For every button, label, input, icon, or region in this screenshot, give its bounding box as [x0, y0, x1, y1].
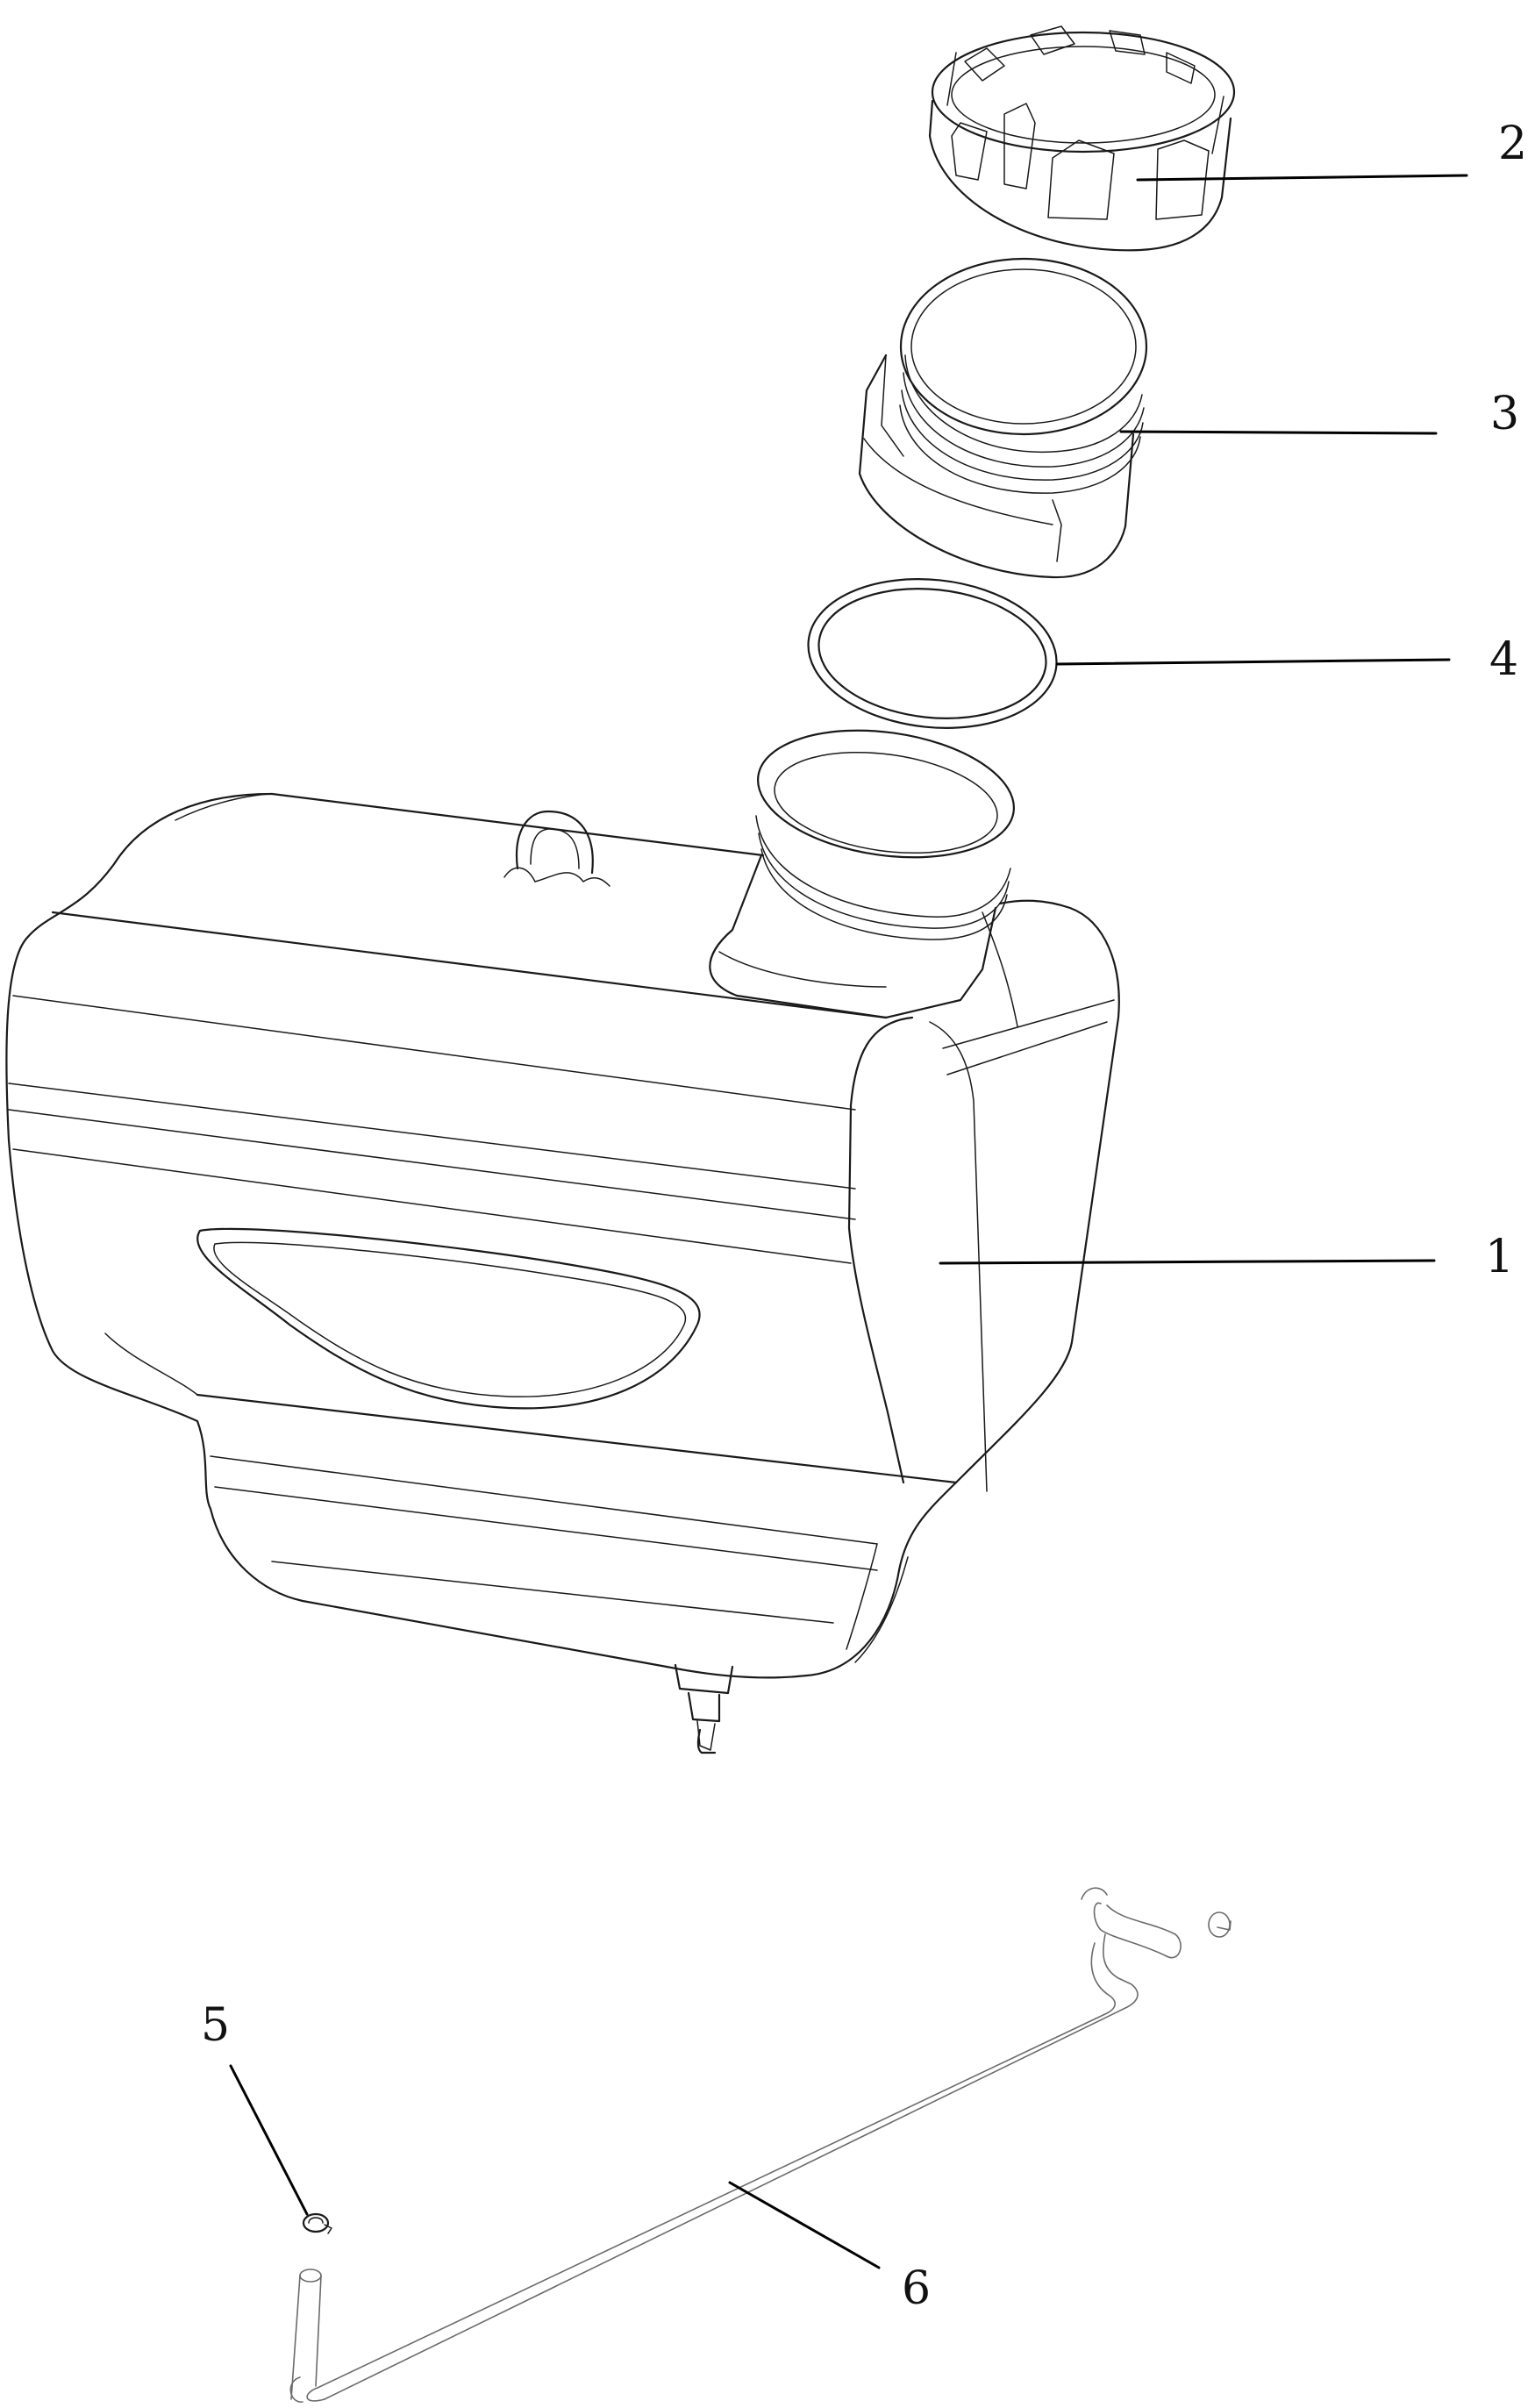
callout-5: 5 — [201, 1999, 231, 2052]
leader-6 — [728, 2181, 881, 2269]
part-4-seal — [807, 578, 1058, 729]
part-6-hose — [289, 1887, 1232, 2403]
callout-4: 4 — [1489, 633, 1519, 686]
part-5-clamp — [302, 2212, 332, 2234]
leader-4 — [1055, 658, 1451, 666]
callout-6: 6 — [902, 2262, 932, 2315]
callout-2: 2 — [1498, 118, 1528, 170]
callout-3: 3 — [1490, 388, 1520, 440]
leader-1 — [939, 1259, 1436, 1265]
leader-3 — [1119, 430, 1438, 435]
callout-1: 1 — [1485, 1231, 1515, 1283]
leader-lines — [229, 174, 1468, 2269]
leader-2 — [1136, 174, 1468, 182]
part-1-tank — [5, 729, 1120, 1754]
part-2-cap — [928, 25, 1236, 252]
part-3-adapter — [858, 257, 1148, 579]
leader-5 — [229, 2064, 309, 2216]
